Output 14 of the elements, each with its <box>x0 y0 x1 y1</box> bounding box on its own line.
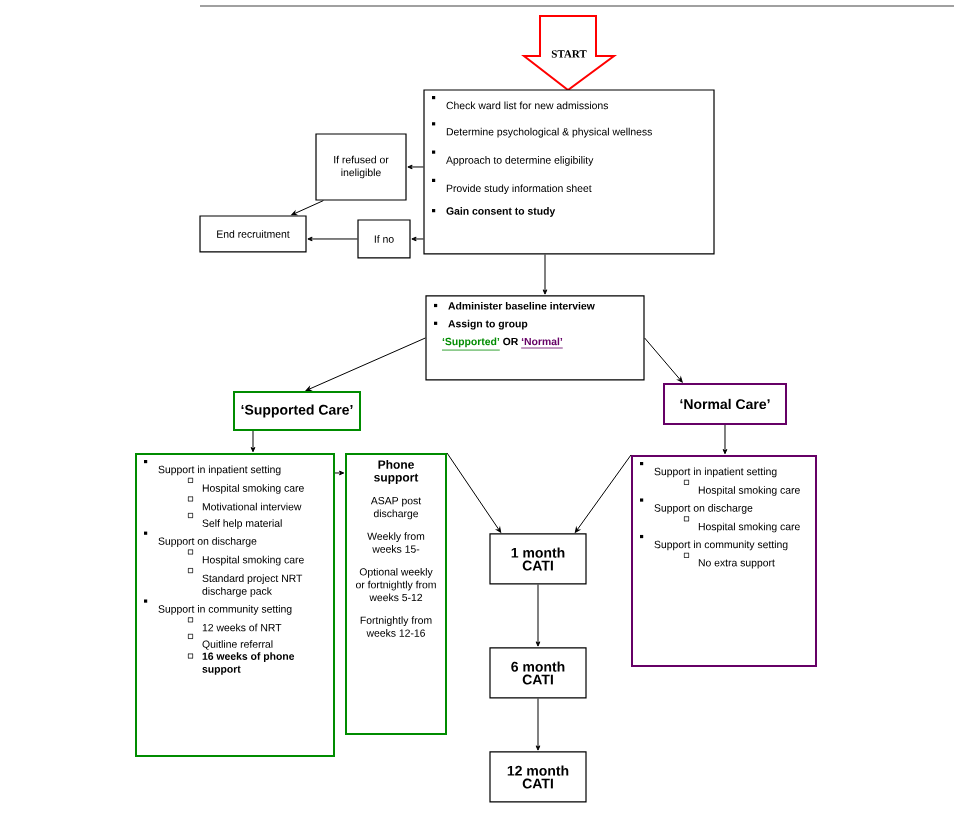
arrow <box>535 698 541 751</box>
arrow <box>574 454 632 533</box>
arrow <box>407 164 424 170</box>
arrow <box>535 584 541 647</box>
arrow <box>307 236 358 242</box>
arrow <box>250 430 256 453</box>
arrow <box>291 200 324 216</box>
arrow <box>644 337 683 383</box>
arrow <box>446 452 502 533</box>
arrow <box>542 254 548 295</box>
arrow <box>722 424 728 455</box>
arrow <box>305 337 426 391</box>
arrow <box>334 470 345 476</box>
arrow <box>411 236 424 242</box>
